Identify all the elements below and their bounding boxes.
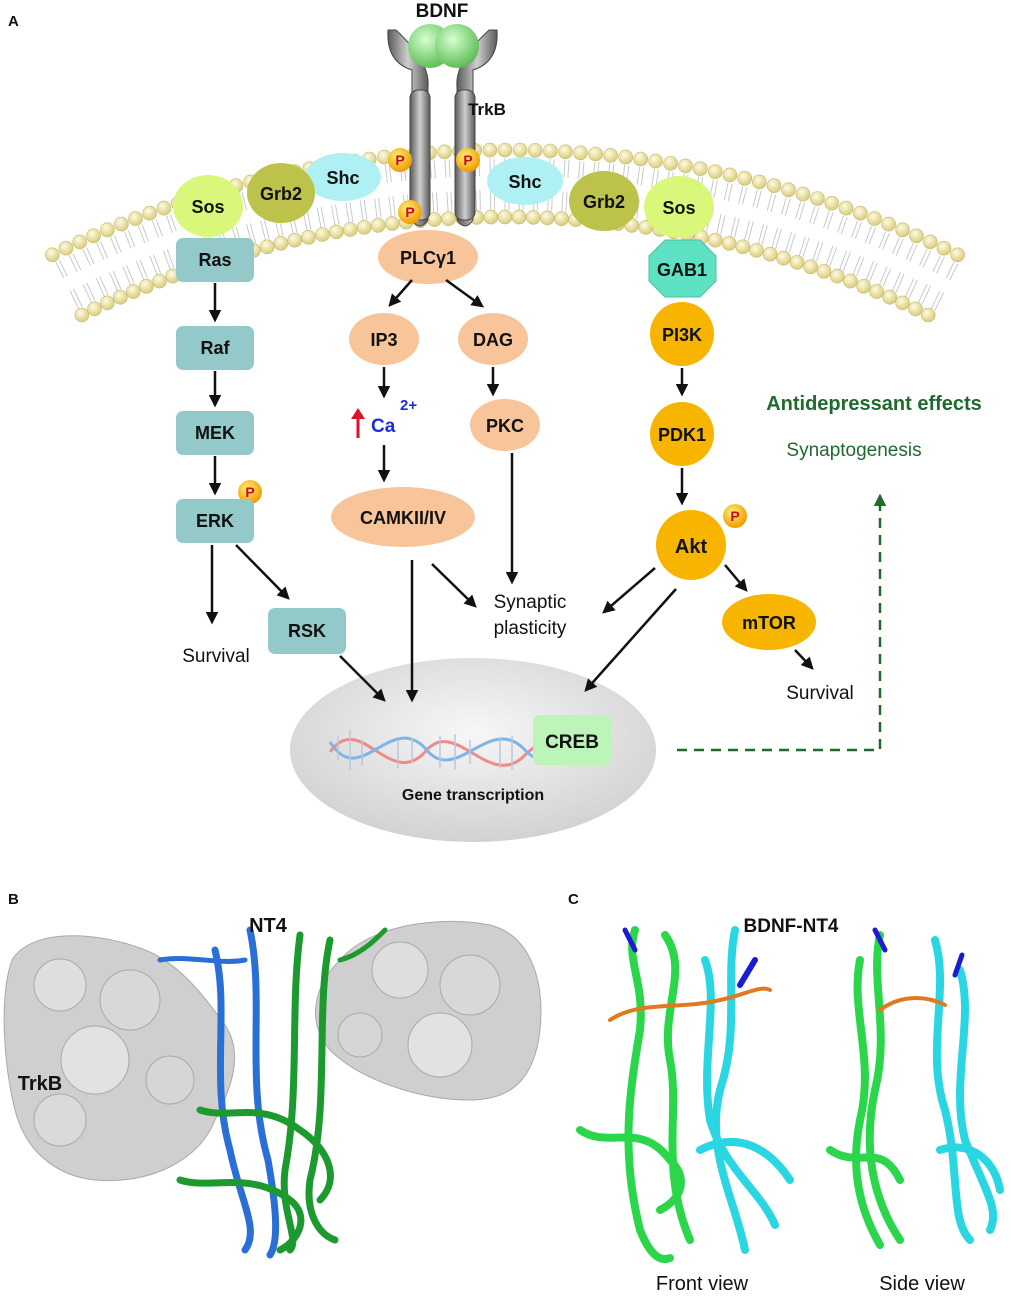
camk-node	[331, 487, 475, 547]
trkb-surface-right	[315, 920, 542, 1101]
shc-left-label: Shc	[326, 168, 359, 188]
gene-transcription-label: Gene transcription	[402, 787, 544, 804]
plcg1-node	[378, 230, 478, 284]
pathway-arrows	[205, 278, 814, 703]
front-view-ribbon	[576, 926, 794, 1263]
survival-left-label: Survival	[182, 646, 250, 667]
bdnf-nt4-label: BDNF-NT4	[744, 916, 839, 937]
shc-right	[487, 157, 563, 205]
plcg1-label: PLCγ1	[400, 248, 456, 268]
erk-label: ERK	[196, 511, 234, 531]
shc-right-label: Shc	[508, 172, 541, 192]
antidepressant-label: Antidepressant effects	[766, 393, 982, 415]
grb2-left	[247, 163, 315, 223]
trkb-b-label: TrkB	[18, 1073, 62, 1095]
side-view-label: Side view	[879, 1273, 965, 1295]
panel-b-label: B	[8, 891, 19, 908]
phospho-marker	[388, 148, 412, 172]
dag-label: DAG	[473, 330, 513, 350]
grb2-left-label: Grb2	[260, 184, 302, 204]
shc-left	[305, 153, 381, 201]
synaptic-label-2: plasticity	[494, 618, 567, 639]
pi3k-label: PI3K	[662, 325, 702, 345]
survival-right-label: Survival	[786, 683, 854, 704]
ip3-label: IP3	[370, 330, 397, 350]
rsk-label: RSK	[288, 621, 326, 641]
phospho-label: P	[730, 508, 739, 524]
sos-right-label: Sos	[662, 198, 695, 218]
erk-box	[176, 499, 254, 543]
akt-label: Akt	[675, 536, 708, 558]
pdk1-label: PDK1	[658, 425, 706, 445]
synaptogenesis-label: Synaptogenesis	[786, 440, 921, 461]
trkb-receptor	[387, 29, 498, 227]
phospho-label: P	[405, 204, 414, 220]
pkc-label: PKC	[486, 416, 524, 436]
sos-right	[644, 176, 714, 238]
pi3k-node	[650, 302, 714, 366]
mtor-label: mTOR	[742, 613, 796, 633]
camk-label: CAMKII/IV	[360, 508, 446, 528]
creb-label: CREB	[545, 732, 599, 753]
nt4-label: NT4	[249, 915, 288, 937]
ca-label: Ca	[371, 416, 396, 437]
creb-box	[533, 715, 611, 765]
pdk1-node	[650, 402, 714, 466]
gab1-label: GAB1	[657, 260, 707, 280]
phospho-marker	[456, 148, 480, 172]
bdnf-label: BDNF	[416, 1, 469, 22]
side-view-ribbon	[826, 927, 1004, 1249]
ras-label: Ras	[198, 250, 231, 270]
synaptic-label-1: Synaptic	[494, 592, 567, 613]
dag-node	[458, 313, 528, 365]
grb2-right-label: Grb2	[583, 192, 625, 212]
mek-label: MEK	[195, 423, 235, 443]
raf-label: Raf	[200, 338, 230, 358]
phospho-marker	[398, 200, 422, 224]
panel-c-label: C	[568, 891, 579, 908]
sos-left	[173, 175, 243, 237]
ip3-node	[349, 313, 419, 365]
ca-charge-label: 2+	[400, 397, 417, 414]
nt4-ribbon	[157, 926, 388, 1259]
panel-a-label: A	[8, 13, 19, 30]
mtor-node	[722, 594, 816, 650]
phospho-marker	[238, 480, 262, 504]
trkb-label: TrkB	[468, 100, 506, 119]
phospho-label: P	[463, 152, 472, 168]
rsk-box	[268, 608, 346, 654]
sos-left-label: Sos	[191, 197, 224, 217]
akt-node	[656, 510, 726, 580]
grb2-right	[569, 171, 639, 231]
gab1-node	[648, 239, 717, 298]
phospho-label: P	[395, 152, 404, 168]
front-view-label: Front view	[656, 1273, 749, 1295]
trkb-surface-left	[3, 935, 236, 1182]
phospho-marker	[723, 504, 747, 528]
mek-box	[176, 411, 254, 455]
ca-increase-arrowhead	[351, 408, 365, 419]
ras-box	[176, 238, 254, 282]
pkc-node	[470, 399, 540, 451]
phospho-label: P	[245, 484, 254, 500]
bdnf-ligand-right	[435, 24, 479, 68]
raf-box	[176, 326, 254, 370]
